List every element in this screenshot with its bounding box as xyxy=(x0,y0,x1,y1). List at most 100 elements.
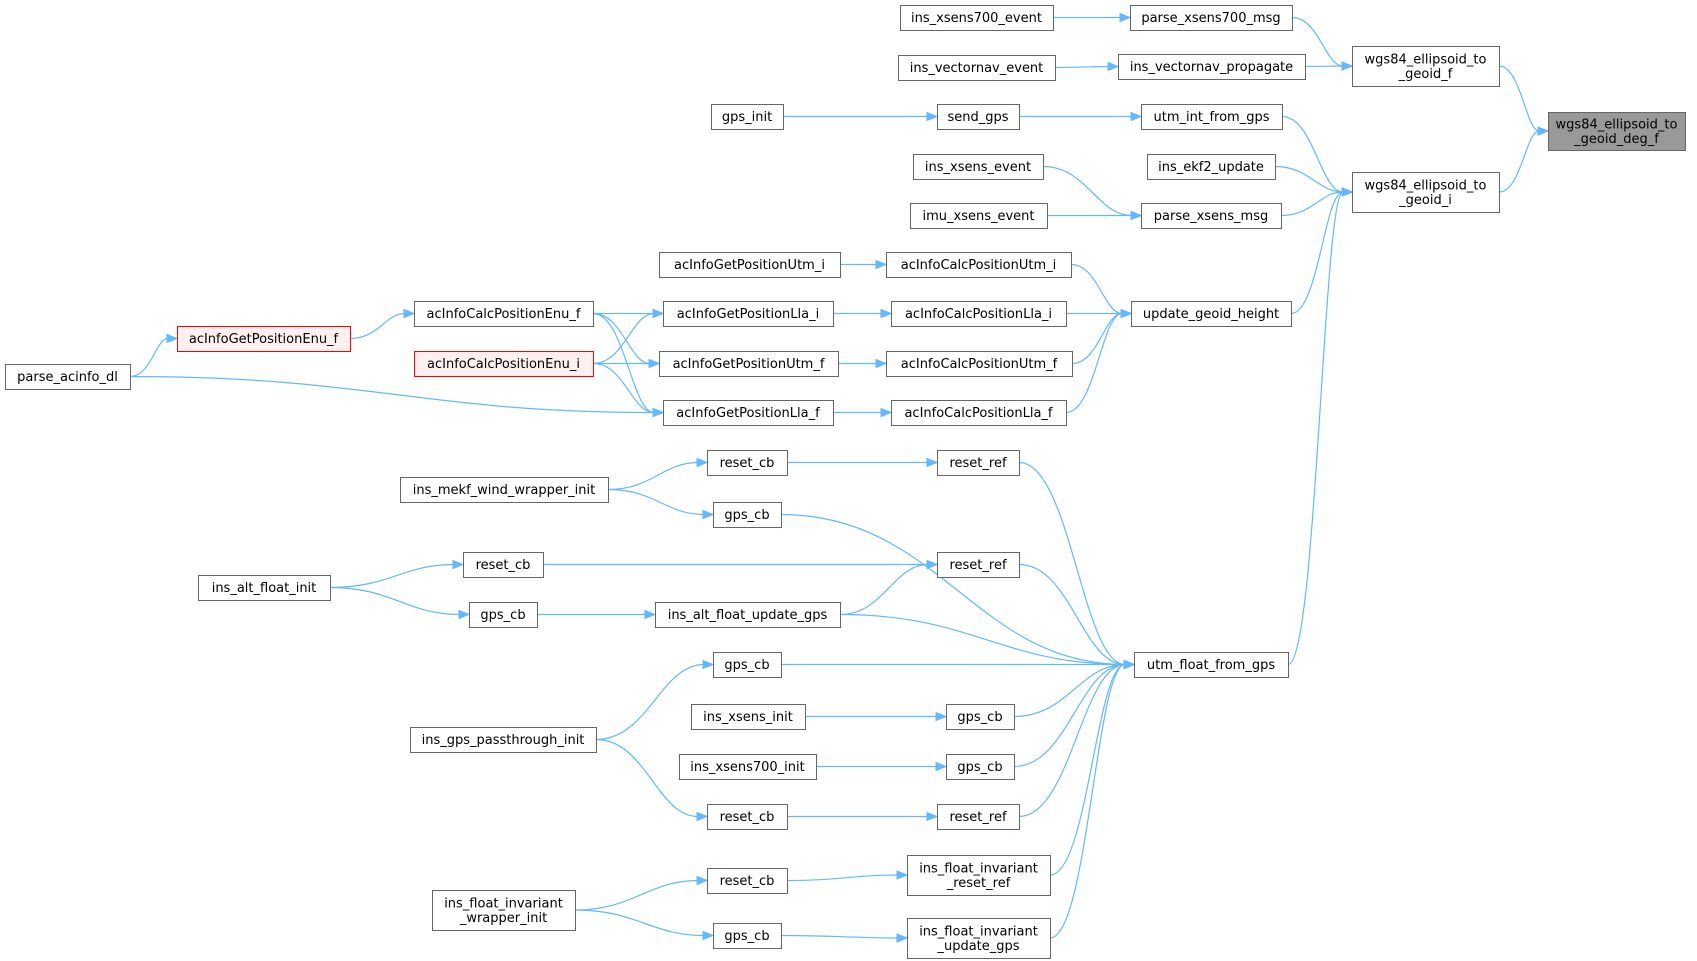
node-reset-cb-4[interactable]: reset_cb xyxy=(707,868,788,894)
node-gps-cb-4[interactable]: gps_cb xyxy=(946,704,1015,730)
node-ins-float-invariant-update-gps[interactable]: ins_float_invariant_update_gps xyxy=(907,918,1051,959)
node-acinfocalcpositionutm-f[interactable]: acInfoCalcPositionUtm_f xyxy=(886,351,1073,377)
node-imu-xsens-event[interactable]: imu_xsens_event xyxy=(910,203,1048,229)
node-ins-xsens700-event[interactable]: ins_xsens700_event xyxy=(900,5,1054,31)
node-box xyxy=(414,351,594,377)
node-wgs-i[interactable]: wgs84_ellipsoid_to_geoid_i xyxy=(1352,172,1500,213)
arrow-head xyxy=(896,933,909,943)
edge-line xyxy=(1498,130,1540,193)
node-root[interactable]: wgs84_ellipsoid_to_geoid_deg_f xyxy=(1548,112,1686,151)
node-acinfogetpositionlla-i[interactable]: acInfoGetPositionLla_i xyxy=(663,301,834,327)
edge-line xyxy=(592,362,655,414)
edge-reset-cb-3-to-reset-ref-3 xyxy=(787,811,939,822)
node-box xyxy=(414,301,594,327)
node-update-geoid-height[interactable]: update_geoid_height xyxy=(1131,301,1292,327)
node-box xyxy=(410,727,597,753)
edge-reset-cb-1-to-reset-ref-1 xyxy=(786,457,939,468)
node-box xyxy=(713,923,782,949)
node-box xyxy=(679,754,817,780)
node-box xyxy=(913,154,1044,180)
node-reset-cb-2[interactable]: reset_cb xyxy=(463,552,544,578)
edge-line xyxy=(329,586,461,616)
edge-ins-float-invariant-update-gps-to-utm-float-from-gps xyxy=(1049,659,1136,939)
node-box xyxy=(898,55,1056,81)
node-ins-alt-float-update-gps[interactable]: ins_alt_float_update_gps xyxy=(655,602,841,628)
arrow-head xyxy=(452,559,465,570)
node-box xyxy=(707,868,788,894)
node-box xyxy=(691,704,806,730)
arrow-head xyxy=(880,308,893,319)
edge-acinfogetpositionutm-f-to-acinfocalcpositionutm-f xyxy=(837,358,888,369)
edge-line xyxy=(574,879,699,911)
node-gps-cb-1[interactable]: gps_cb xyxy=(713,502,782,528)
node-reset-ref-2[interactable]: reset_ref xyxy=(937,552,1020,578)
node-ins-float-invariant-wrapper-init[interactable]: ins_float_invariant_wrapper_init xyxy=(432,890,576,931)
node-gps-cb-3[interactable]: gps_cb xyxy=(713,652,782,678)
node-ins-alt-float-init[interactable]: ins_alt_float_init xyxy=(198,575,331,601)
node-box xyxy=(900,5,1054,31)
node-acinfogetpositionutm-i[interactable]: acInfoGetPositionUtm_i xyxy=(659,252,841,278)
node-parse-acinfo-dl[interactable]: parse_acinfo_dl xyxy=(5,364,131,390)
node-acinfocalcpositionenu-i[interactable]: acInfoCalcPositionEnu_i xyxy=(414,351,594,377)
node-ins-mekf-wind-wrapper-init[interactable]: ins_mekf_wind_wrapper_init xyxy=(400,477,609,503)
node-label: update_geoid_height xyxy=(1143,307,1279,322)
arrow-head xyxy=(875,259,888,270)
node-parse-xsens-msg[interactable]: parse_xsens_msg xyxy=(1141,203,1282,229)
node-label: imu_xsens_event xyxy=(922,209,1034,224)
edge-reset-cb-2-to-reset-ref-2 xyxy=(542,559,939,570)
edge-imu-xsens-event-to-parse-xsens-msg xyxy=(1047,210,1143,221)
node-label: reset_ref xyxy=(949,810,1006,825)
edge-ins-gps-passthrough-init-to-reset-cb-3 xyxy=(595,738,709,822)
node-acinfocalcpositionutm-i[interactable]: acInfoCalcPositionUtm_i xyxy=(886,252,1072,278)
edge-line xyxy=(1018,663,1126,818)
edge-ins-alt-float-init-to-reset-cb-2 xyxy=(329,559,465,589)
edge-line xyxy=(1065,312,1123,414)
edge-ins-xsens700-event-to-parse-xsens700-msg xyxy=(1053,12,1132,23)
node-acinfocalcpositionlla-f[interactable]: acInfoCalcPositionLla_f xyxy=(891,400,1067,426)
node-acinfogetpositionutm-f[interactable]: acInfoGetPositionUtm_f xyxy=(659,351,839,377)
edge-line xyxy=(607,488,705,516)
node-reset-cb-1[interactable]: reset_cb xyxy=(707,450,788,476)
node-ins-xsens-init[interactable]: ins_xsens_init xyxy=(691,704,806,730)
node-label: acInfoGetPositionEnu_f xyxy=(189,332,339,347)
node-acinfocalcpositionenu-f[interactable]: acInfoCalcPositionEnu_f xyxy=(414,301,594,327)
node-reset-cb-3[interactable]: reset_cb xyxy=(707,804,788,830)
node-box xyxy=(463,552,544,578)
node-reset-ref-1[interactable]: reset_ref xyxy=(937,450,1020,476)
node-ins-vectornav-event[interactable]: ins_vectornav_event xyxy=(898,55,1056,81)
node-label: utm_float_from_gps xyxy=(1147,658,1275,673)
node-ins-xsens700-init[interactable]: ins_xsens700_init xyxy=(679,754,817,780)
node-label: ins_float_invariant xyxy=(444,896,563,911)
node-ins-ekf2-update[interactable]: ins_ekf2_update xyxy=(1147,154,1276,180)
node-send-gps[interactable]: send_gps xyxy=(937,104,1020,130)
node-box xyxy=(1548,112,1686,151)
edge-line xyxy=(607,461,699,491)
node-ins-xsens-event[interactable]: ins_xsens_event xyxy=(913,154,1044,180)
node-label: parse_xsens_msg xyxy=(1154,209,1269,224)
edge-acinfocalcpositionlla-f-to-update-geoid-height xyxy=(1065,308,1133,414)
node-box xyxy=(711,104,784,130)
node-reset-ref-3[interactable]: reset_ref xyxy=(937,804,1020,830)
node-acinfogetpositionenu-f[interactable]: acInfoGetPositionEnu_f xyxy=(177,326,351,352)
node-ins-gps-passthrough-init[interactable]: ins_gps_passthrough_init xyxy=(410,727,597,753)
node-acinfogetpositionlla-f[interactable]: acInfoGetPositionLla_f xyxy=(663,400,834,426)
node-box xyxy=(1141,203,1282,229)
node-gps-cb-5[interactable]: gps_cb xyxy=(946,754,1015,780)
edge-ins-xsens-init-to-gps-cb-4 xyxy=(805,711,948,722)
node-box xyxy=(1130,5,1293,31)
node-utm-float-from-gps[interactable]: utm_float_from_gps xyxy=(1134,652,1289,678)
node-utm-int-from-gps[interactable]: utm_int_from_gps xyxy=(1141,104,1283,130)
node-gps-init[interactable]: gps_init xyxy=(711,104,784,130)
node-ins-vectornav-propagate[interactable]: ins_vectornav_propagate xyxy=(1118,54,1306,80)
node-gps-cb-6[interactable]: gps_cb xyxy=(713,923,782,949)
node-label: ins_alt_float_init xyxy=(212,581,317,596)
node-gps-cb-2[interactable]: gps_cb xyxy=(469,602,538,628)
node-box xyxy=(1141,104,1283,130)
node-label: gps_cb xyxy=(724,929,769,944)
node-parse-xsens700-msg[interactable]: parse_xsens700_msg xyxy=(1130,5,1293,31)
node-ins-float-invariant-reset-ref[interactable]: ins_float_invariant_reset_ref xyxy=(907,855,1051,896)
node-acinfocalcpositionlla-i[interactable]: acInfoCalcPositionLla_i xyxy=(891,301,1067,327)
node-wgs-f[interactable]: wgs84_ellipsoid_to_geoid_f xyxy=(1352,46,1500,87)
arrow-head xyxy=(166,333,179,344)
